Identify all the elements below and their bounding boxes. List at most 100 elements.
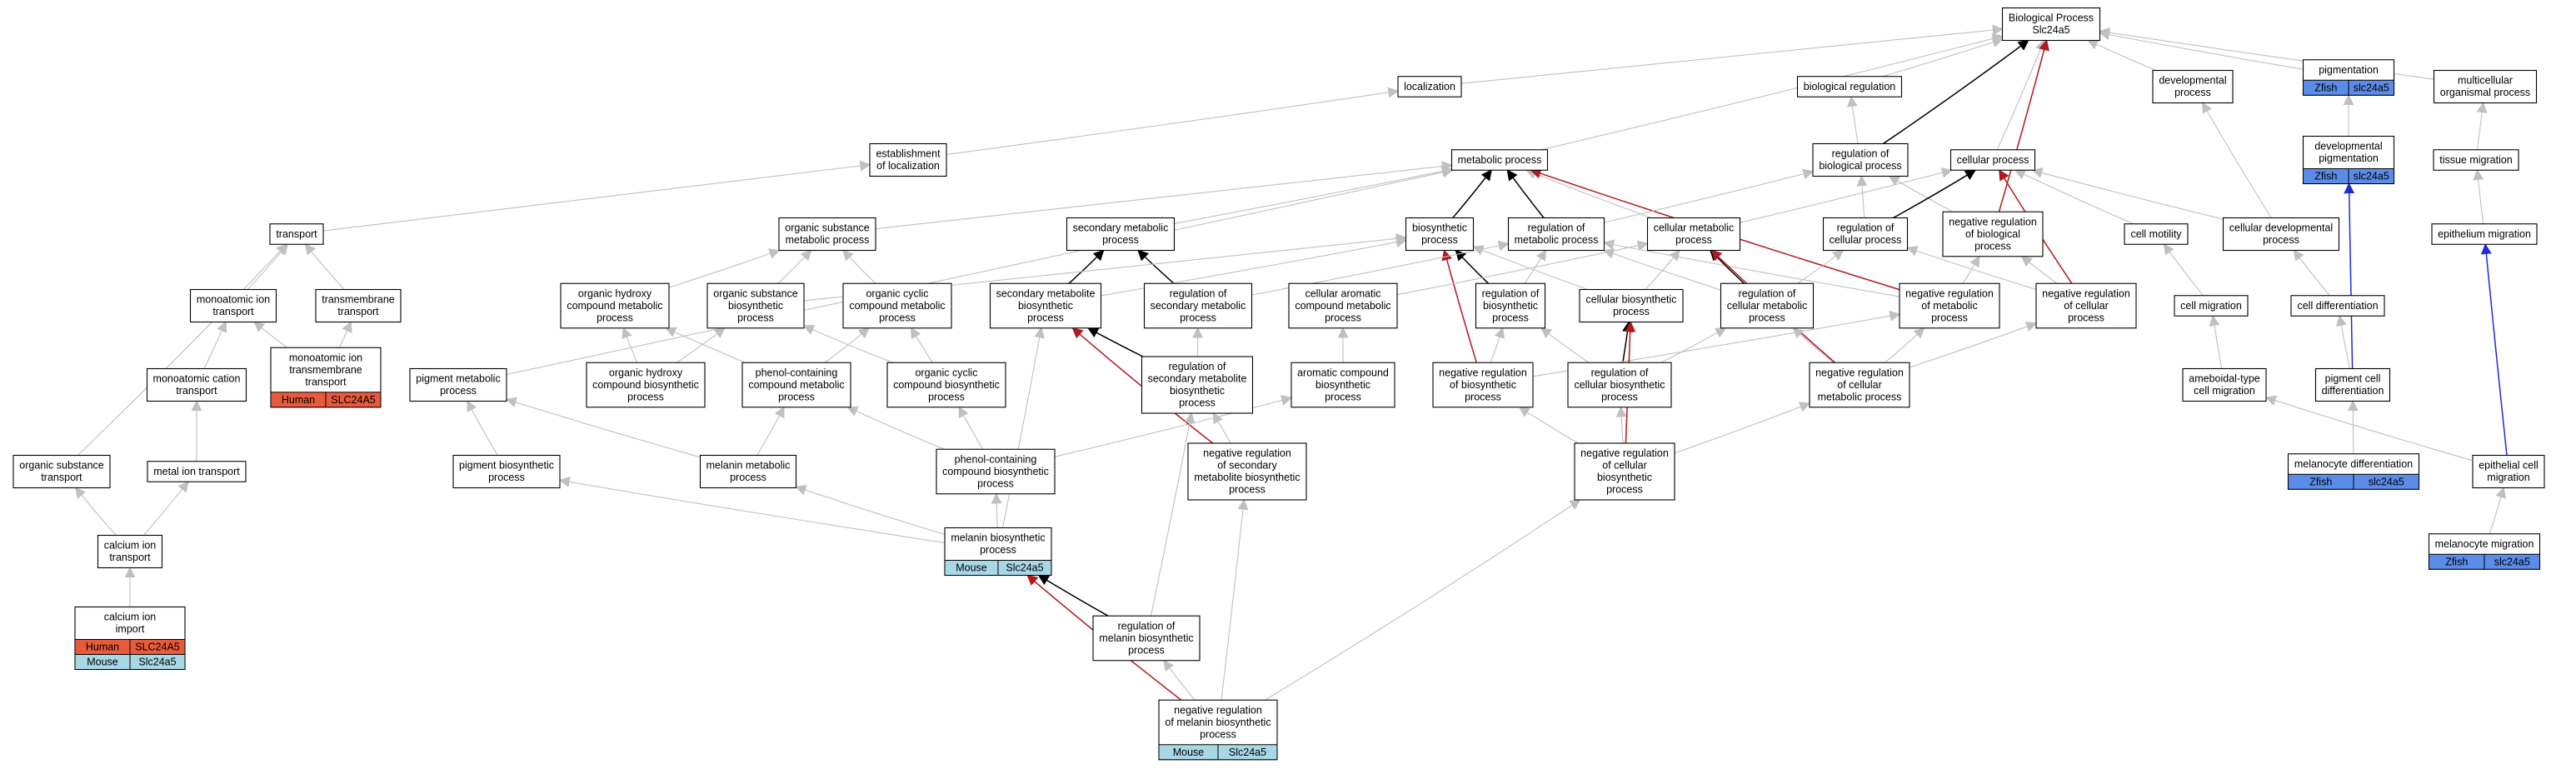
go-term-node-metion[interactable]: metal ion transport <box>147 461 247 482</box>
node-box <box>1796 76 1903 97</box>
node-label-line: calcium ion <box>104 612 157 623</box>
node-box <box>1397 76 1462 97</box>
node-box <box>1288 282 1398 329</box>
node-box <box>1809 362 1910 408</box>
node-box <box>12 454 111 489</box>
go-term-node-cell[interactable]: cellular process <box>1949 149 2036 171</box>
go-term-node-epimig[interactable]: epithelium migration <box>2431 223 2538 245</box>
go-term-node-tissmig[interactable]: tissue migration <box>2433 149 2519 171</box>
node-label-line: process <box>1675 234 1712 246</box>
edge-ohcbp-to-osbp <box>676 327 726 363</box>
species-name: Mouse <box>1173 747 1205 758</box>
node-box <box>1092 615 1201 662</box>
go-term-node-celldiff[interactable]: cell differentiation <box>2290 295 2385 317</box>
edge-ohcbp-to-ohcmp <box>622 327 638 363</box>
node-label-line: process <box>1601 391 1638 402</box>
edge-pigbp-to-pigmet <box>467 400 498 456</box>
go-term-node-cellmot[interactable]: cell motility <box>2124 223 2189 245</box>
node-label-line: cellular process <box>1957 154 2029 166</box>
go-term-node-loc[interactable]: localization <box>1397 76 1462 97</box>
node-label-line: metabolite biosynthetic <box>1194 472 1300 483</box>
go-term-node-transport[interactable]: transport <box>269 223 324 245</box>
node-label-line: compound metabolic <box>748 379 844 391</box>
node-box <box>1432 362 1534 408</box>
node-box <box>269 223 324 245</box>
edge-regcellmet-to-cellmet <box>1710 249 1745 284</box>
node-label-line: of melanin biosynthetic <box>1165 717 1271 728</box>
go-term-node-monotm[interactable]: monoatomic iontransmembranetransportHuma… <box>270 347 382 408</box>
node-box <box>1646 217 1741 252</box>
node-label-line: metabolic process <box>1515 234 1599 246</box>
node-label-line: process <box>1325 391 1361 402</box>
edge-negbio-to-bp <box>1998 39 2049 212</box>
node-box <box>1405 217 1475 252</box>
edge-regmelbp-to-regsmbp <box>1150 412 1196 617</box>
go-term-node-met[interactable]: metabolic process <box>1450 149 1549 171</box>
node-label-line: melanin metabolic <box>706 460 791 472</box>
edge-pccmp-to-occmp <box>824 327 870 363</box>
node-box <box>2035 282 2137 329</box>
node-label-line: of cellular <box>2064 300 2109 312</box>
go-term-node-cellmigr[interactable]: cell migration <box>2174 295 2249 317</box>
node-label-line: cell motility <box>2130 228 2182 240</box>
node-label-line: transport <box>276 228 317 240</box>
edge-cacmp-to-cellmet <box>1396 240 1649 296</box>
node-box <box>147 461 247 482</box>
go-term-node-breg[interactable]: biological regulation <box>1796 76 1903 97</box>
